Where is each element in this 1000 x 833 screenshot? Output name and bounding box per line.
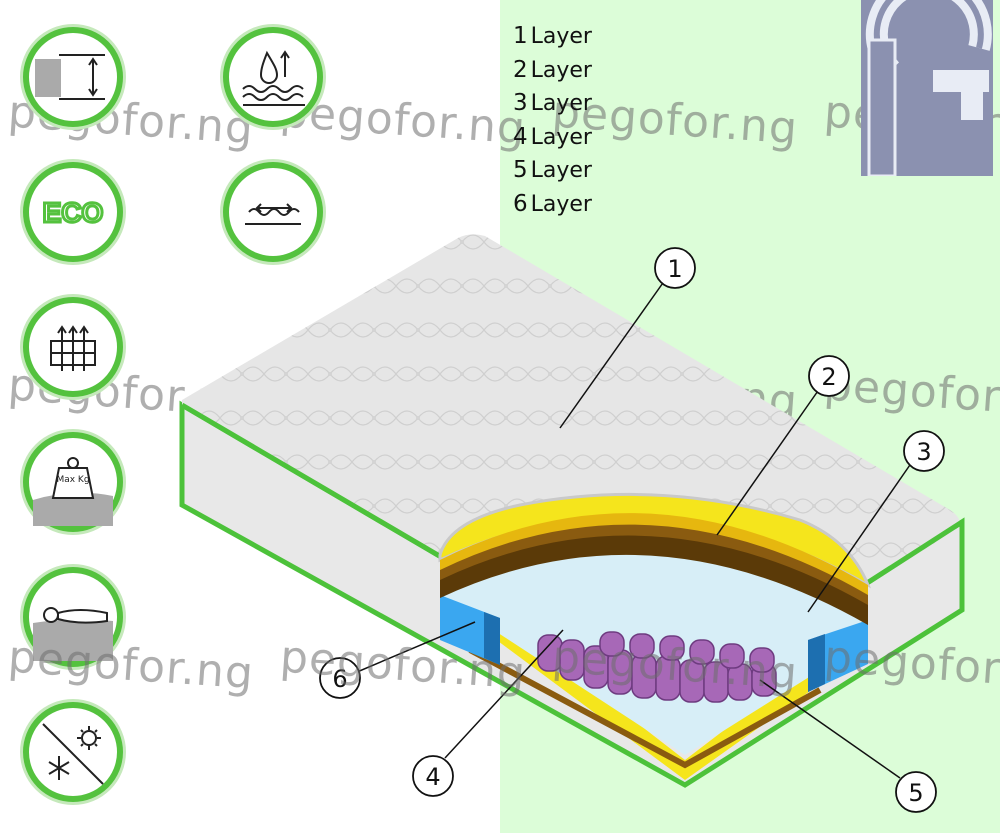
height-icon (23, 27, 123, 127)
water-permeable-icon (223, 27, 323, 127)
callout-lines (349, 279, 913, 779)
breathable-icon (23, 297, 123, 397)
pg-logo (861, 0, 993, 176)
svg-text:4: 4 (425, 763, 440, 791)
body-support-icon (23, 567, 123, 667)
callout-5: 5 (895, 771, 937, 813)
eco-icon: ECO (23, 162, 123, 262)
svg-text:ECO: ECO (43, 197, 104, 228)
svg-text:Max Kg: Max Kg (56, 475, 89, 485)
bottom-foam-layer (440, 570, 868, 780)
svg-text:3: 3 (916, 438, 931, 466)
pocket-springs-layer (537, 631, 777, 703)
callout-1: 1 (654, 247, 696, 289)
svg-text:6: 6 (332, 665, 347, 693)
pressure-relief-icon (223, 162, 323, 262)
callout-3: 3 (903, 430, 945, 472)
svg-text:1: 1 (667, 255, 682, 283)
svg-text:2: 2 (821, 363, 836, 391)
callout-6: 6 (319, 657, 361, 699)
max-weight-icon: Max Kg (23, 432, 123, 532)
callout-2: 2 (808, 355, 850, 397)
svg-text:5: 5 (908, 779, 923, 807)
seasonal-icon (23, 702, 123, 802)
callout-4: 4 (412, 755, 454, 797)
